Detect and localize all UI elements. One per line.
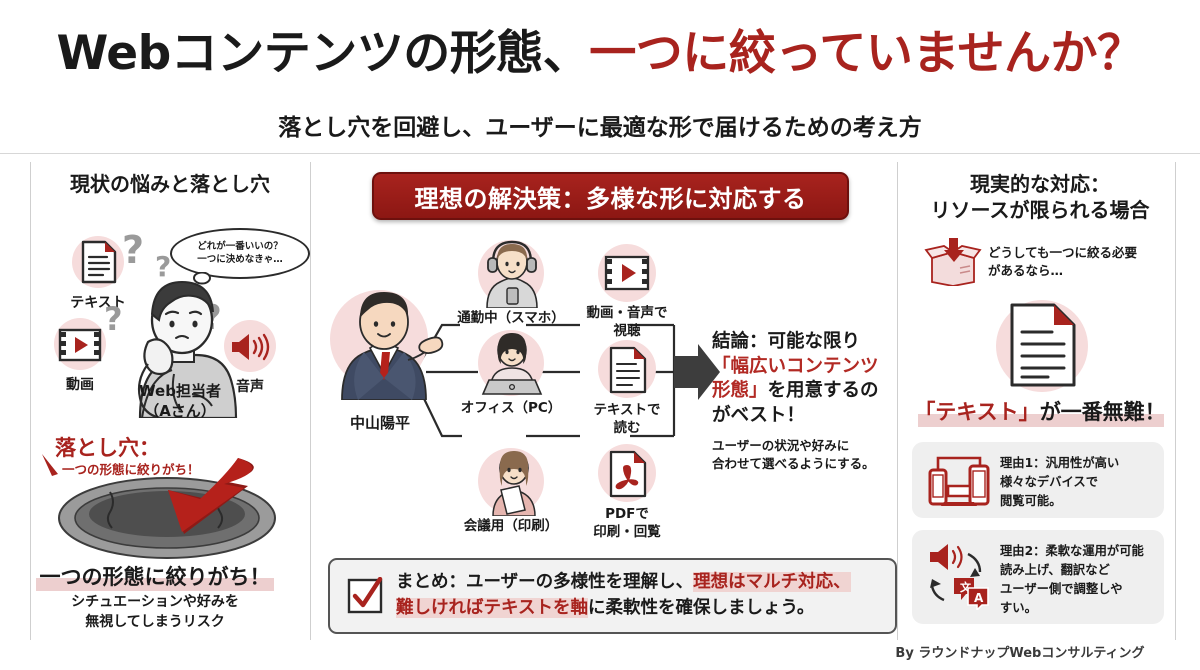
reason-2-text: 理由2：柔軟な運用が可能 読み上げ、翻訳など ユーザー側で調整しや すい。 [1000,540,1144,616]
conclusion-line4: がベスト！ [712,404,805,426]
divider-left-edge [30,162,31,640]
divider-center-right [897,162,898,640]
reason-1-text: 理由1：汎用性が高い 様々なデバイスで 閲覧可能。 [1000,452,1119,509]
summary-line2-highlight: 難しければテキストを軸 [396,598,588,618]
summary-line1-highlight: 理想はマルチ対応、 [693,572,851,593]
branch-3-label: 会議用（印刷） [463,518,559,534]
person-label-line2: （Aさん） [144,402,216,420]
reason-2-line2: 読み上げ、翻訳など [1000,563,1110,577]
center-banner-label: 理想の解決策：多様な形に対応する [414,184,807,213]
bottom-note-line2: 無視してしまうリスク [85,614,225,631]
conclusion-note-line2: 合わせて選べるようにする。 [712,456,875,472]
thought-bubble-line1: どれが一番いいの？ [197,240,283,252]
open-box-icon [924,238,982,286]
outcome-pdf-icon [609,450,647,498]
pitfall-title: 落とし穴： [55,436,160,460]
divider-left-center [310,162,311,640]
bottom-note: シチュエーションや好みを 無視してしまうリスク [0,592,310,633]
commuter-person-icon [486,240,538,308]
meeting-person-icon [492,451,536,516]
conclusion-block: 結論：可能な限り 「幅広いコンテンツ 形態」を用意するの がベスト！ ユーザーの… [712,330,894,473]
audio-icon-label: 音声 [236,379,264,395]
outcome-2-line2: 読む [613,419,641,436]
video-icon [58,328,102,362]
reason-2-line1: 理由2：柔軟な運用が可能 [1000,544,1144,558]
pitfall-pointer-icon [42,454,58,476]
header-divider [0,153,1200,154]
outcome-text-document-icon [609,346,647,394]
checkbox-checked-icon [347,577,383,614]
reason-1-line1: 理由1：汎用性が高い [1000,456,1120,470]
flow-connectors [415,323,720,438]
video-icon-label: 動画 [66,377,94,393]
devices-icon [928,456,990,506]
branch-2-label: オフィス（PC） [460,400,562,416]
person-label-line1: Web担当者 [139,382,221,400]
outcome-3-label: PDFで 印刷・回覧 [567,506,687,541]
conclusion-line3-red: 形態」 [712,380,768,402]
outcome-1-label: 動画・音声で 視聴 [567,305,687,340]
bottom-note-line1: シチュエーションや好みを [71,594,239,610]
reason-1-line2: 様々なデバイスで [1000,475,1099,489]
web-manager-illustration [137,280,238,418]
page-subtitle: 落とし穴を回避し、ユーザーに最適な形で届けるための考え方 [278,115,922,141]
conclusion-note-line1: ユーザーの状況や好みに [712,438,850,454]
office-person-icon [481,333,543,395]
thought-bubble: どれが一番いいの？ 一つに決めなきゃ… [170,228,310,279]
summary-line1-plain: まとめ：ユーザーの多様性を理解し、 [396,572,694,593]
bottom-strong-text: 一つの形態に絞りがち！ [39,565,271,589]
reason-2-card [912,530,1164,624]
center-banner: 理想の解決策：多様な形に対応する [372,172,849,220]
big-text-document-icon [1010,303,1076,387]
right-box-note-line2: があるなら… [988,262,1064,278]
text-best-quoted: 「テキスト」 [914,400,1040,424]
page-title-black: Webコンテンツの形態、 [56,26,590,81]
page-title-red: 一つに絞っていませんか？ [589,26,1144,81]
thought-bubble-line2: 一つに決めなきゃ… [197,253,283,265]
text-best-highlight [918,414,1164,427]
conclusion-line1: 結論：可能な限り [712,331,861,352]
question-mark-icon-1: ? [122,228,145,272]
summary-line2-plain: に柔軟性を確保しましょう。 [587,598,815,618]
footer-credit: By ラウンドナップWebコンサルティング [895,646,1145,661]
branch-1-label: 通勤中（スマホ） [457,310,565,326]
reason-2-line4: すい。 [1000,601,1037,615]
text-best-rest: が一番無難！ [1039,400,1166,424]
divider-right-edge [1175,162,1176,640]
speaker-translate-icon: 文 A [930,544,989,610]
pitfall-hole-illustration [58,458,276,559]
text-icon-label: テキスト [70,295,126,311]
question-mark-icon-2: ? [155,250,172,283]
summary-text: まとめ：ユーザーの多様性を理解し、理想はマルチ対応、 難しければテキストを軸に柔… [396,570,851,622]
conclusion-line3-rest: を用意するの [767,380,879,402]
reason-1-line3: 閲覧可能。 [1000,494,1062,508]
outcome-1-line1: 動画・音声で [586,305,668,321]
left-column-heading: 現状の悩みと落とし穴 [70,172,270,196]
right-column-heading-line2: リソースが限られる場合 [930,198,1150,222]
text-best-text: 「テキスト」が一番無難！ [905,396,1175,426]
source-person-label: 中山陽平 [349,414,410,432]
outcome-3-line1: PDFで [605,506,649,522]
outcome-2-label: テキストで 読む [567,402,687,437]
reason-2-line3: ユーザー側で調整しや [1000,582,1123,596]
bottom-strong-highlight [36,578,274,591]
outcome-video-icon [604,255,650,291]
right-column-heading-line1: 現実的な対応： [970,172,1110,196]
outcome-3-line2: 印刷・回覧 [593,523,661,540]
outcome-2-line1: テキストで [593,402,661,418]
right-box-note: どうしても一つに絞る必要 があるなら… [988,244,1137,280]
page-title: Webコンテンツの形態、一つに絞っていませんか？ [0,28,1200,80]
text-icon [81,240,117,284]
question-mark-icon-3: ? [104,300,123,338]
outcome-1-line2: 視聴 [613,322,641,339]
right-box-note-line1: どうしても一つに絞る必要 [988,245,1138,260]
conclusion-line2: 「幅広いコンテンツ [712,355,879,377]
source-person-illustration [341,292,444,400]
pitfall-subtitle: 一つの形態に絞りがち！ [62,462,200,477]
summary-box: まとめ：ユーザーの多様性を理解し、理想はマルチ対応、 難しければテキストを軸に柔… [328,558,897,634]
svg-text:A: A [974,591,984,605]
audio-icon [232,333,270,361]
conclusion-note: ユーザーの状況や好みに 合わせて選べるようにする。 [712,437,894,473]
